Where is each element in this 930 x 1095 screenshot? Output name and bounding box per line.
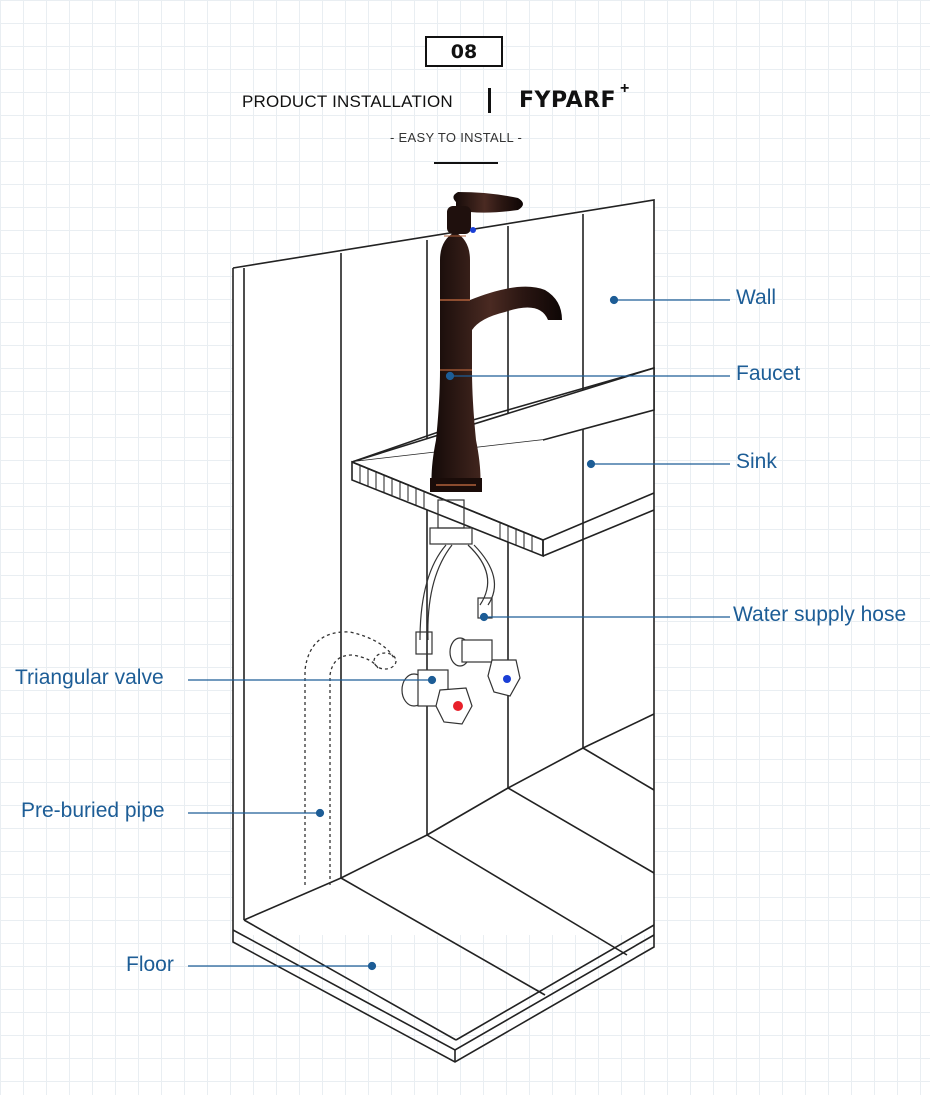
faucet-marker <box>445 371 455 381</box>
valve-marker <box>427 675 437 685</box>
hose-marker <box>479 612 489 622</box>
hot-indicator <box>453 701 463 711</box>
subtitle-underline <box>434 162 498 164</box>
label-faucet: Faucet <box>736 362 801 385</box>
step-number-box: 08 <box>425 36 503 67</box>
label-pre-buried-pipe: Pre-buried pipe <box>21 799 165 822</box>
pre-buried-pipe <box>304 631 397 885</box>
slab-hatching <box>359 466 533 552</box>
label-floor: Floor <box>126 953 174 976</box>
supply-hoses <box>415 499 496 655</box>
cabinet-structure <box>232 199 655 1063</box>
title-divider <box>488 88 491 113</box>
cold-indicator <box>503 675 511 683</box>
brand-mark: + <box>620 80 630 97</box>
label-water-supply-hose: Water supply hose <box>733 603 907 626</box>
floor-marker <box>367 961 377 971</box>
pipe-marker <box>315 808 325 818</box>
leader-lines <box>188 295 730 971</box>
subtitle: - EASY TO INSTALL - <box>390 130 523 145</box>
sink-marker <box>586 459 596 469</box>
page-title: PRODUCT INSTALLATION <box>242 92 453 111</box>
label-sink: Sink <box>736 450 777 473</box>
faucet <box>430 192 562 492</box>
label-wall: Wall <box>736 286 777 309</box>
brand-name: FYPARF <box>519 88 617 113</box>
wall-marker <box>609 295 619 305</box>
label-triangular-valve: Triangular valve <box>15 666 164 689</box>
wall-panel <box>233 200 654 935</box>
